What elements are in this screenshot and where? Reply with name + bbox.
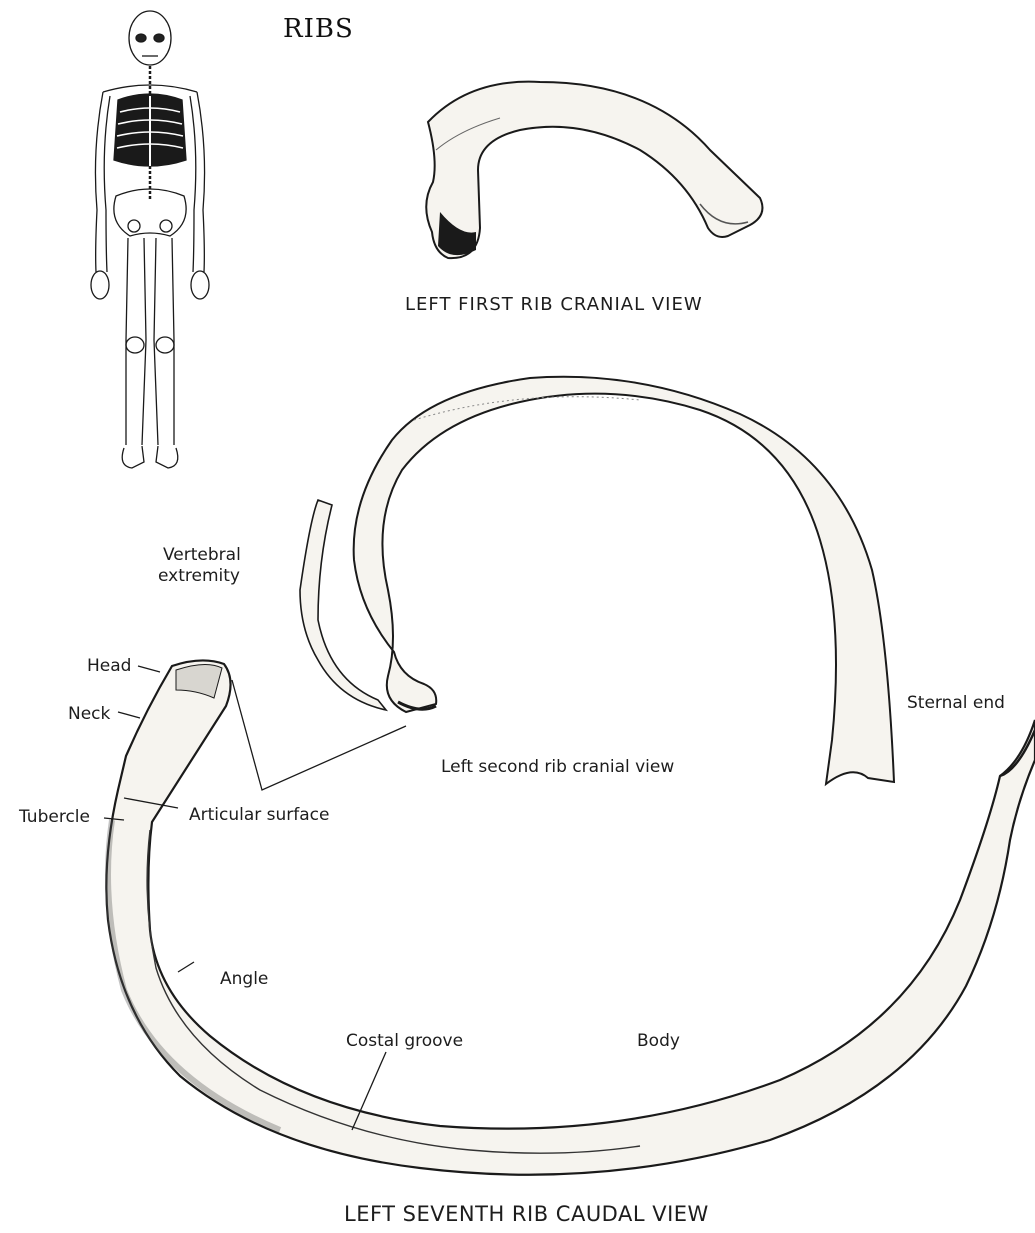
first-rib	[426, 82, 762, 258]
label-angle: Angle	[220, 970, 268, 990]
skeleton-figure	[91, 11, 209, 468]
label-costal-groove: Costal groove	[346, 1032, 463, 1052]
label-body: Body	[637, 1032, 680, 1052]
label-vertebral-line2: extremity	[158, 567, 240, 587]
label-neck: Neck	[68, 705, 110, 725]
angle-leader	[178, 962, 194, 972]
caption-seventh-rib: LEFT SEVENTH RIB CAUDAL VIEW	[344, 1202, 709, 1226]
label-tubercle: Tubercle	[19, 808, 90, 828]
second-rib	[300, 377, 894, 784]
label-sternal-end: Sternal end	[907, 694, 1005, 714]
seventh-rib	[106, 660, 1035, 1174]
caption-second-rib: Left second rib cranial view	[441, 758, 674, 778]
head-leader	[138, 666, 160, 672]
caption-first-rib: LEFT FIRST RIB CRANIAL VIEW	[405, 294, 703, 315]
label-head: Head	[87, 657, 131, 677]
label-articular-surface: Articular surface	[189, 806, 330, 826]
neck-leader	[118, 712, 140, 718]
label-vertebral-line1: Vertebral	[163, 546, 241, 566]
articular-leader-b	[232, 680, 406, 790]
page-title: RIBS	[283, 14, 354, 44]
